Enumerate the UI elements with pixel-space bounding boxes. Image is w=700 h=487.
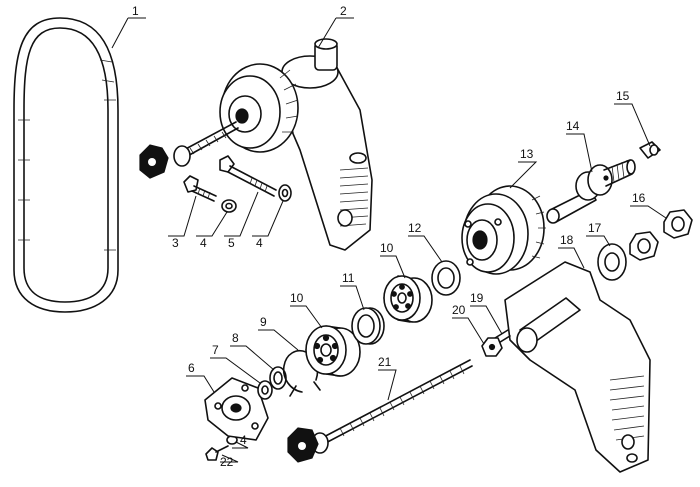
- lead-screw-21: [287, 359, 473, 463]
- callout-8: 8: [232, 331, 239, 345]
- ring-7: [257, 380, 273, 400]
- washer-4a: [221, 199, 237, 213]
- callout-7: 7: [212, 343, 219, 357]
- callout-19: 19: [470, 291, 484, 305]
- washer-4b: [278, 184, 292, 202]
- callout-4c: 4: [240, 433, 247, 447]
- ring-12: [431, 260, 461, 296]
- washer-17: [597, 243, 627, 281]
- callout-12: 12: [408, 221, 422, 235]
- callout-14: 14: [566, 119, 580, 133]
- callout-22: 22: [220, 455, 234, 469]
- nut-16b: [663, 209, 693, 239]
- leader-lines: [111, 17, 667, 463]
- upper-bracket-assembly: [219, 38, 373, 251]
- callout-2: 2: [340, 4, 347, 18]
- callout-3: 3: [172, 236, 179, 250]
- callout-1: 1: [132, 4, 139, 18]
- callout-9: 9: [260, 315, 267, 329]
- callout-21: 21: [378, 355, 392, 369]
- callout-18: 18: [560, 233, 574, 247]
- bearing-10b: [383, 275, 433, 323]
- callout-17: 17: [588, 221, 602, 235]
- nut-20: [481, 337, 503, 357]
- spindle-shaft-14: [546, 159, 636, 224]
- bearing-10a: [305, 325, 361, 377]
- nut-16a: [629, 231, 659, 261]
- drive-belt: [13, 17, 119, 313]
- washer-8: [269, 366, 287, 390]
- lower-bracket-18: [504, 261, 651, 473]
- bolt-3: [183, 175, 217, 202]
- callout-5: 5: [228, 236, 235, 250]
- pulley-13: [461, 185, 546, 275]
- upper-handwheel-screw: [139, 121, 239, 179]
- screw-22: [205, 445, 229, 461]
- callout-15: 15: [616, 89, 630, 103]
- bolt-5: [219, 155, 277, 197]
- callout-10b: 10: [380, 241, 394, 255]
- callout-4b: 4: [256, 236, 263, 250]
- callout-13: 13: [520, 147, 534, 161]
- callout-10a: 10: [290, 291, 304, 305]
- cover-plate-6: [204, 377, 269, 441]
- spacer-ring-11: [351, 307, 385, 345]
- callout-labels: 1 2 3 4 5 4 6 7 8 9 10 11 10 12 13 14 15…: [132, 4, 646, 469]
- callout-11: 11: [342, 271, 355, 285]
- callout-6: 6: [188, 361, 195, 375]
- callout-16: 16: [632, 191, 646, 205]
- callout-20: 20: [452, 303, 466, 317]
- callout-4a: 4: [200, 236, 207, 250]
- pin-15: [639, 141, 661, 159]
